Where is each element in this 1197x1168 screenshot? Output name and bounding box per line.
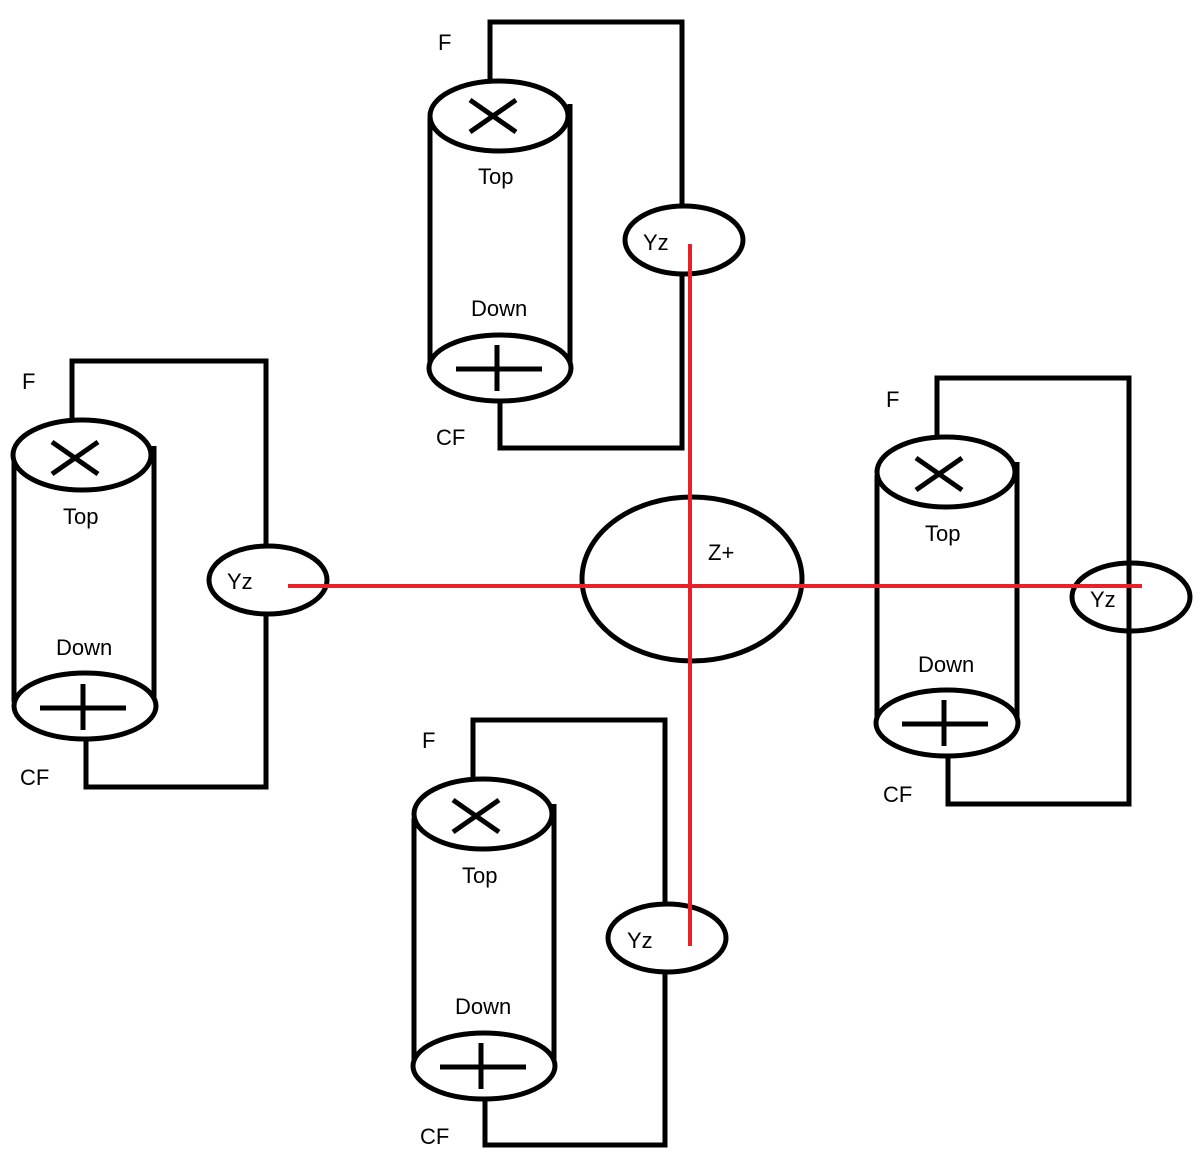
hub-label: Z+ <box>708 540 734 565</box>
unit-top-cf-label: CF <box>436 425 465 450</box>
unit-right-plus-icon <box>902 700 988 746</box>
unit-top-top-label: Top <box>478 164 513 189</box>
unit-bottom-yz-label: Yz <box>627 928 653 953</box>
unit-top-cross-icon <box>468 97 518 135</box>
unit-top-yz-sensor <box>622 203 746 277</box>
unit-right-yz-label: Yz <box>1090 587 1116 612</box>
unit-right-cross-icon <box>914 455 964 493</box>
unit-top-down-label: Down <box>471 296 527 321</box>
unit-bottom-top-label: Top <box>462 863 497 888</box>
unit-right-yz-sensor <box>1069 560 1193 634</box>
unit-top: F Top Down CF Yz <box>426 19 746 451</box>
unit-bottom-down-label: Down <box>455 994 511 1019</box>
unit-right-cf-label: CF <box>883 782 912 807</box>
unit-bottom-yz-sensor <box>605 901 729 975</box>
unit-right-f-label: F <box>886 387 899 412</box>
unit-left-f-label: F <box>22 369 35 394</box>
unit-bottom-plus-icon <box>440 1043 526 1089</box>
unit-left-plus-icon <box>40 684 126 730</box>
unit-right: F Top Down CF <box>873 375 1132 807</box>
red-axes <box>288 244 1142 946</box>
unit-left-top-label: Top <box>63 504 98 529</box>
unit-bottom-cross-icon <box>451 797 501 835</box>
unit-right-yz-group: Yz <box>1069 560 1193 634</box>
unit-top-top-cap <box>427 78 571 154</box>
unit-bottom: F Top Down CF Yz <box>410 717 729 1149</box>
unit-left-cross-icon <box>50 439 100 477</box>
unit-left: F Top Down CF Yz <box>10 358 330 790</box>
unit-right-wire <box>934 375 1132 807</box>
unit-right-top-label: Top <box>925 521 960 546</box>
unit-left-yz-label: Yz <box>227 569 253 594</box>
unit-right-down-label: Down <box>918 652 974 677</box>
unit-left-cf-label: CF <box>20 765 49 790</box>
unit-left-down-label: Down <box>56 635 112 660</box>
unit-bottom-cf-label: CF <box>420 1124 449 1149</box>
unit-top-plus-icon <box>456 345 542 391</box>
unit-top-yz-label: Yz <box>643 230 669 255</box>
unit-top-f-label: F <box>438 30 451 55</box>
unit-left-yz-sensor <box>206 543 330 617</box>
unit-bottom-f-label: F <box>422 728 435 753</box>
